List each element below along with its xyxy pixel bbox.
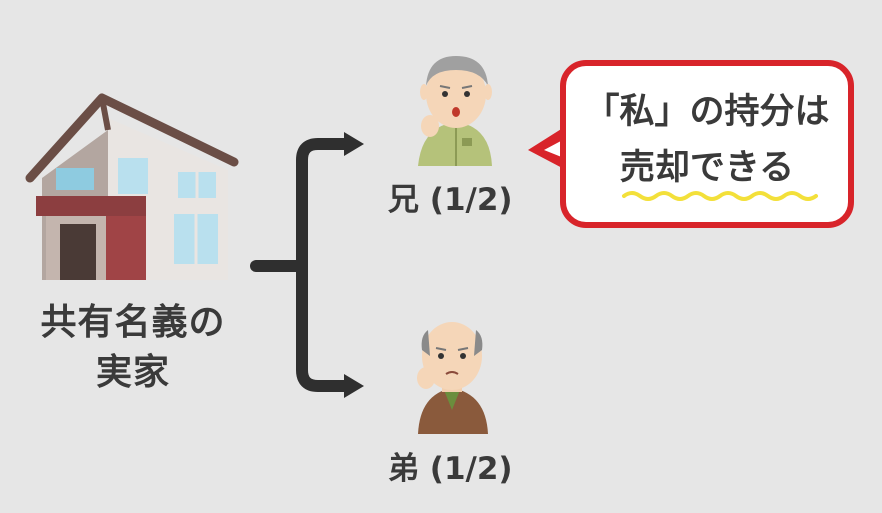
house-label-line-1: 共有名義の (40, 302, 226, 343)
house-label-line-2: 実家 (95, 352, 170, 393)
house-label: 共有名義の 実家 (28, 298, 238, 398)
house-icon (25, 93, 239, 280)
younger-brother-avatar (417, 322, 488, 434)
bracket-connector (250, 138, 356, 392)
bubble-tail (528, 126, 566, 170)
arrow-head-bottom (344, 374, 364, 398)
bubble-line-1: 「私」の持分は (584, 92, 830, 132)
older-brother-avatar (418, 56, 492, 166)
younger-brother-label: 弟 (1/2) (388, 451, 513, 487)
older-brother-label: 兄 (1/2) (388, 182, 513, 218)
bubble-line-2: 売却できる (619, 148, 795, 188)
bubble-message: 「私」の持分は 売却できる (566, 84, 848, 196)
arrow-head-top (344, 132, 364, 156)
